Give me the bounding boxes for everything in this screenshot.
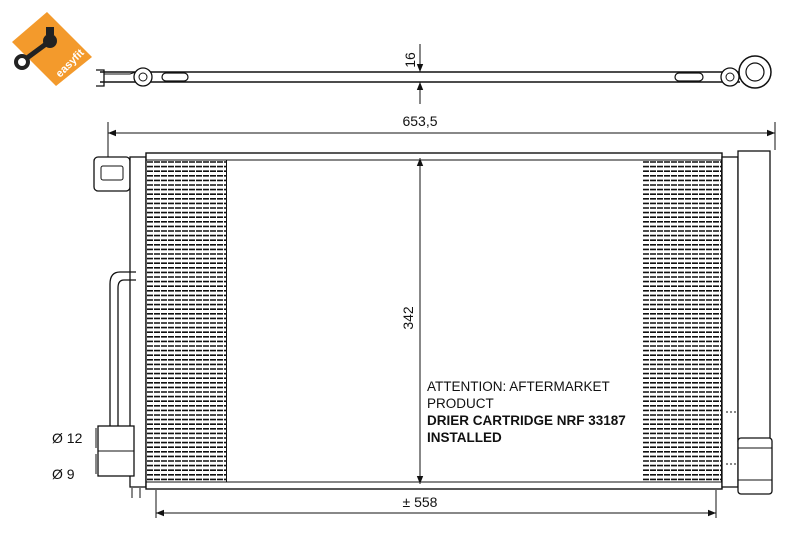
port-diameter-9: Ø 9 — [52, 466, 75, 482]
wrench-icon — [14, 27, 57, 70]
drier-cap — [737, 437, 773, 495]
top-view: 16 — [96, 44, 772, 104]
core-width-dimension: ± 558 — [403, 494, 438, 510]
fins-left-band — [147, 160, 227, 482]
right-tank — [721, 156, 739, 488]
drier-note-line2: INSTALLED — [427, 430, 502, 445]
front-view: 342 ± 558 Ø 12 Ø 9 ATTENTION: AFTERMARKE… — [52, 150, 773, 518]
thickness-dimension: 16 — [402, 52, 418, 68]
overall-width-dimension-line: 653,5 — [107, 113, 776, 160]
port-diameter-12: Ø 12 — [52, 430, 83, 446]
receiver-drier — [737, 150, 771, 442]
overall-width-label: 653,5 — [402, 113, 437, 129]
fins-right-band — [643, 160, 722, 482]
attention-note-line1: ATTENTION: AFTERMARKET — [427, 379, 610, 394]
height-dimension: 342 — [400, 306, 416, 330]
left-mount-bracket — [93, 156, 131, 192]
easyfit-logo: easyfit — [12, 12, 92, 86]
attention-note-line2: PRODUCT — [427, 396, 494, 411]
drier-note-line1: DRIER CARTRIDGE NRF 33187 — [427, 413, 626, 428]
